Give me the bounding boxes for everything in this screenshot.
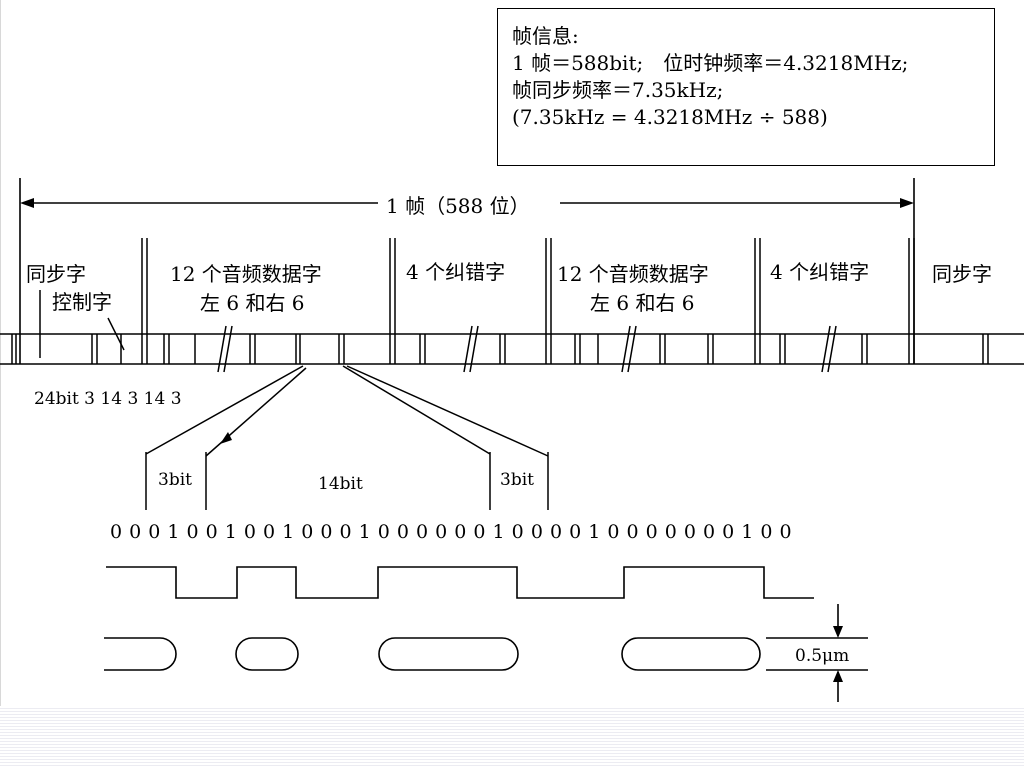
section-ecc-2: 4 个纠错字 (770, 260, 870, 284)
label-14bit: 14bit (318, 474, 363, 494)
info-line-formula: (7.35kHz = 4.3218MHz ÷ 588) (512, 105, 828, 129)
pit-2 (235, 637, 299, 671)
slide-footer-band (0, 706, 1024, 768)
label-3bit-left: 3bit (158, 470, 192, 490)
expand-arrowhead (220, 432, 232, 444)
section-audio-2-title: 12 个音频数据字 (557, 262, 709, 286)
section-control-word: 控制字 (52, 290, 112, 314)
dimension-arrow-down (833, 626, 843, 638)
span-arrowhead-right (900, 198, 914, 208)
section-audio-1-title: 12 个音频数据字 (170, 262, 322, 286)
pit-4 (621, 637, 761, 671)
info-line-bits: 1 帧＝588bit; 位时钟频率＝4.3218MHz; (512, 51, 909, 75)
bit-count-row: 24bit 3 14 3 14 3 (34, 389, 182, 409)
pit-1 (104, 637, 177, 671)
label-3bit-right: 3bit (500, 470, 534, 490)
section-audio-1-subtitle: 左 6 和右 6 (200, 291, 305, 315)
efm-bitstream: 0 0 0 1 0 0 1 0 0 1 0 0 0 1 0 0 0 0 0 0 … (110, 521, 793, 543)
pit-width-label: 0.5μm (795, 646, 850, 666)
expand-line-right-outer (346, 365, 549, 457)
expand-line-left-outer (145, 365, 304, 455)
frame-info-box: 帧信息: 1 帧＝588bit; 位时钟频率＝4.3218MHz; 帧同步频率＝… (497, 8, 995, 166)
info-title: 帧信息: (512, 24, 579, 48)
slide-left-rule (0, 0, 1, 706)
section-ecc-1: 4 个纠错字 (406, 260, 506, 284)
control-word-pointer (107, 317, 125, 351)
nrzi-waveform (106, 566, 814, 599)
frame-span-label: 1 帧（588 位） (386, 194, 530, 218)
info-line-sync-freq: 帧同步频率＝7.35kHz; (512, 78, 724, 102)
section-next-sync-word: 同步字 (932, 262, 992, 286)
pit-3 (378, 637, 519, 671)
section-sync-word: 同步字 (26, 262, 86, 286)
expand-line-right-inner (342, 365, 491, 455)
section-audio-2-subtitle: 左 6 和右 6 (590, 291, 695, 315)
span-arrowhead-left (20, 198, 34, 208)
dimension-arrow-up (833, 670, 843, 682)
